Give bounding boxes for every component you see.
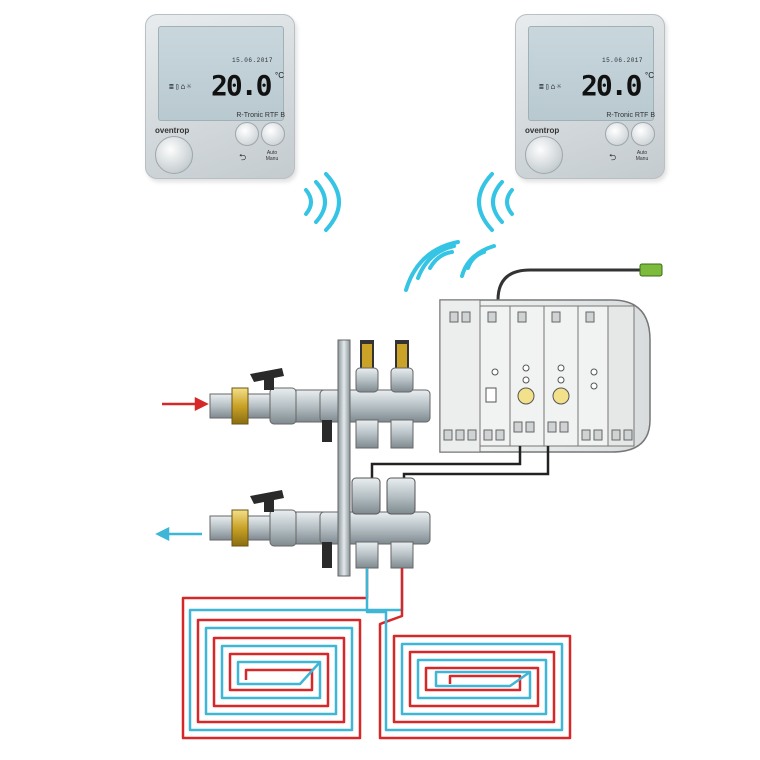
display-date: 15.06.2017 <box>231 57 273 64</box>
auto-manu-label: Auto Manu <box>265 150 279 162</box>
thermostat-display: 15.06.2017 ≣▯⌂☼ 20.0 °C <box>158 26 284 121</box>
thermostat-left: 15.06.2017 ≣▯⌂☼ 20.0 °C oventrop R-Troni… <box>145 14 295 179</box>
display-temperature: 20.0 <box>581 69 642 102</box>
thermostat-display: 15.06.2017 ≣▯⌂☼ 20.0 °C <box>528 26 654 121</box>
wiring-control-unit <box>439 299 651 453</box>
back-button[interactable] <box>605 122 629 146</box>
display-status-icons: ≣▯⌂☼ <box>539 82 563 91</box>
return-outlet-pipe <box>209 490 331 547</box>
auto-manu-button[interactable] <box>631 122 655 146</box>
setpoint-dial[interactable] <box>155 136 193 174</box>
display-status-icons: ≣▯⌂☼ <box>169 82 193 91</box>
display-date: 15.06.2017 <box>601 57 643 64</box>
ball-valve-handle <box>250 368 284 382</box>
return-flow-arrow <box>155 526 202 542</box>
model-label: R-Tronic RTF B <box>606 112 655 119</box>
underfloor-loop-right <box>365 568 572 740</box>
supply-inlet-pipe <box>209 368 331 425</box>
supply-flow-arrow <box>162 396 209 412</box>
back-arrow-icon: ⮌ <box>609 152 617 162</box>
auto-manu-label: Auto Manu <box>635 150 649 162</box>
manifold-bracket <box>337 339 351 577</box>
brand-label: oventrop <box>155 126 190 135</box>
wireless-signal-icon <box>304 172 341 232</box>
thermal-actuator <box>386 477 416 515</box>
actuator-wire <box>402 446 550 478</box>
display-temperature: 20.0 <box>211 69 272 102</box>
setpoint-dial[interactable] <box>525 136 563 174</box>
actuator-wire <box>370 446 522 478</box>
back-button[interactable] <box>235 122 259 146</box>
auto-manu-button[interactable] <box>261 122 285 146</box>
wireless-signal-icon <box>477 172 514 232</box>
supply-manifold <box>319 340 431 449</box>
thermal-actuator <box>351 477 381 515</box>
antenna-connector <box>639 263 663 277</box>
thermostat-right: 15.06.2017 ≣▯⌂☼ 20.0 °C oventrop R-Troni… <box>515 14 665 179</box>
antenna-cable <box>496 268 648 301</box>
return-manifold <box>319 477 431 569</box>
ball-valve-handle <box>250 490 284 504</box>
brand-label: oventrop <box>525 126 560 135</box>
underfloor-loop-left <box>181 568 404 740</box>
display-unit: °C <box>645 71 654 80</box>
model-label: R-Tronic RTF B <box>236 112 285 119</box>
back-arrow-icon: ⮌ <box>239 152 247 162</box>
wireless-signal-icon <box>404 240 496 292</box>
display-unit: °C <box>275 71 284 80</box>
